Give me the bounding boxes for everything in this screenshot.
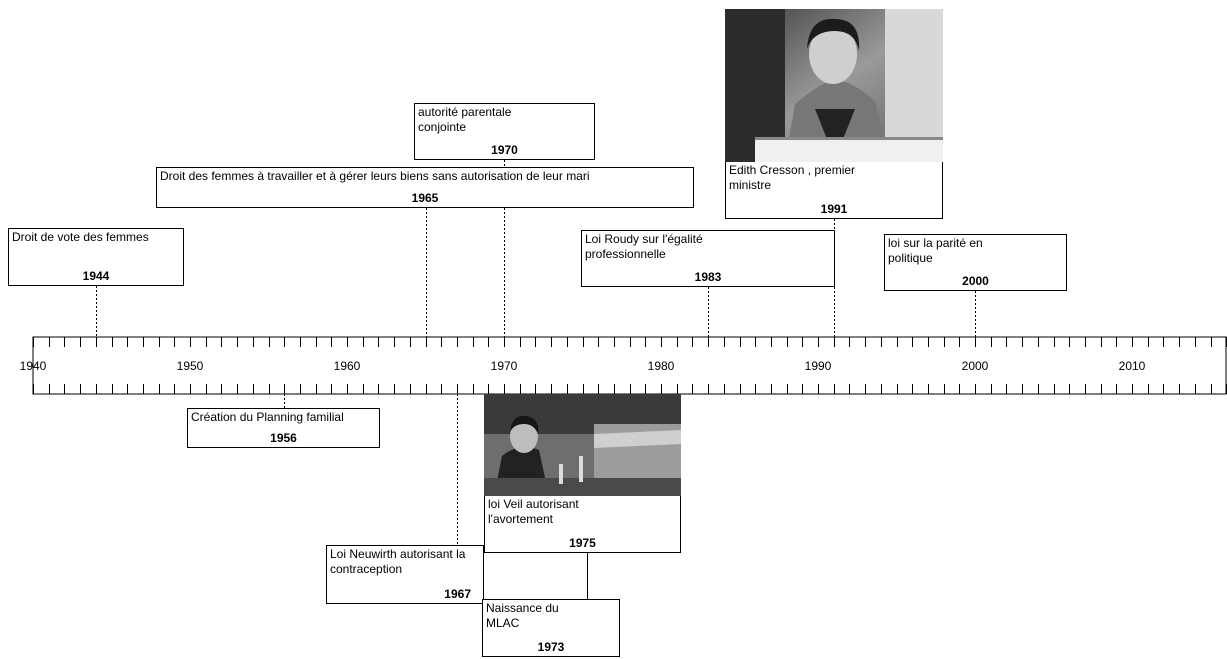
- event-1970-text: autorité parentale conjointe: [418, 105, 512, 134]
- tick-label-1960: 1960: [334, 359, 361, 373]
- timeline-axis-bar: [32, 336, 1227, 395]
- event-1967: Loi Neuwirth autorisant la contraception…: [326, 545, 484, 604]
- event-1991: Edith Cresson , premier ministre 1991: [725, 162, 943, 219]
- event-1970: autorité parentale conjointe 1970: [414, 103, 595, 160]
- event-1944: Droit de vote des femmes 1944: [8, 228, 184, 286]
- event-1944-year: 1944: [82, 269, 110, 283]
- event-2000-text: loi sur la parité en politique: [888, 236, 983, 265]
- event-1973-text: Naissance du MLAC: [486, 601, 559, 630]
- event-1956-year: 1956: [270, 431, 297, 445]
- simone-veil-photo: [484, 394, 681, 496]
- event-1975-year: 1975: [569, 536, 596, 550]
- event-1956: Création du Planning familial 1956: [187, 408, 380, 448]
- event-1975: loi Veil autorisant l'avortement 1975: [484, 496, 681, 553]
- event-1967-text: Loi Neuwirth autorisant la contraception: [330, 547, 466, 576]
- event-1965-text: Droit des femmes à travailler et à gérer…: [160, 169, 590, 183]
- tick-label-1970: 1970: [491, 359, 518, 373]
- event-1973-year: 1973: [537, 640, 565, 654]
- event-1944-text: Droit de vote des femmes: [12, 230, 149, 244]
- tick-label-1940: 1940: [20, 359, 47, 373]
- tick-label-1990: 1990: [805, 359, 832, 373]
- event-1965-year: 1965: [411, 191, 439, 205]
- event-1967-year: 1967: [444, 587, 471, 601]
- event-1991-text: Edith Cresson , premier ministre: [729, 163, 856, 192]
- event-1975-text: loi Veil autorisant l'avortement: [488, 497, 579, 526]
- event-1973: Naissance du MLAC 1973: [482, 599, 620, 657]
- edith-cresson-photo: [725, 9, 943, 162]
- event-1965: Droit des femmes à travailler et à gérer…: [156, 167, 694, 208]
- event-1991-year: 1991: [820, 202, 848, 216]
- timeline-tick-labels: 1940 1950 1960 1970 1980 1990 2000 2010: [20, 359, 1146, 373]
- event-1983-text: Loi Roudy sur l'égalité professionnelle: [585, 232, 703, 261]
- event-2000: loi sur la parité en politique 2000: [884, 234, 1067, 291]
- tick-label-2000: 2000: [962, 359, 989, 373]
- timeline-ticks: [33, 337, 1227, 394]
- event-1983-year: 1983: [694, 270, 722, 284]
- event-2000-year: 2000: [962, 274, 989, 288]
- event-1983: Loi Roudy sur l'égalité professionnelle …: [581, 230, 835, 287]
- event-1956-text: Création du Planning familial: [191, 410, 344, 424]
- tick-label-1980: 1980: [648, 359, 675, 373]
- tick-label-2010: 2010: [1119, 359, 1146, 373]
- event-1970-year: 1970: [491, 143, 518, 157]
- tick-label-1950: 1950: [177, 359, 204, 373]
- connector-lines: [96, 160, 976, 599]
